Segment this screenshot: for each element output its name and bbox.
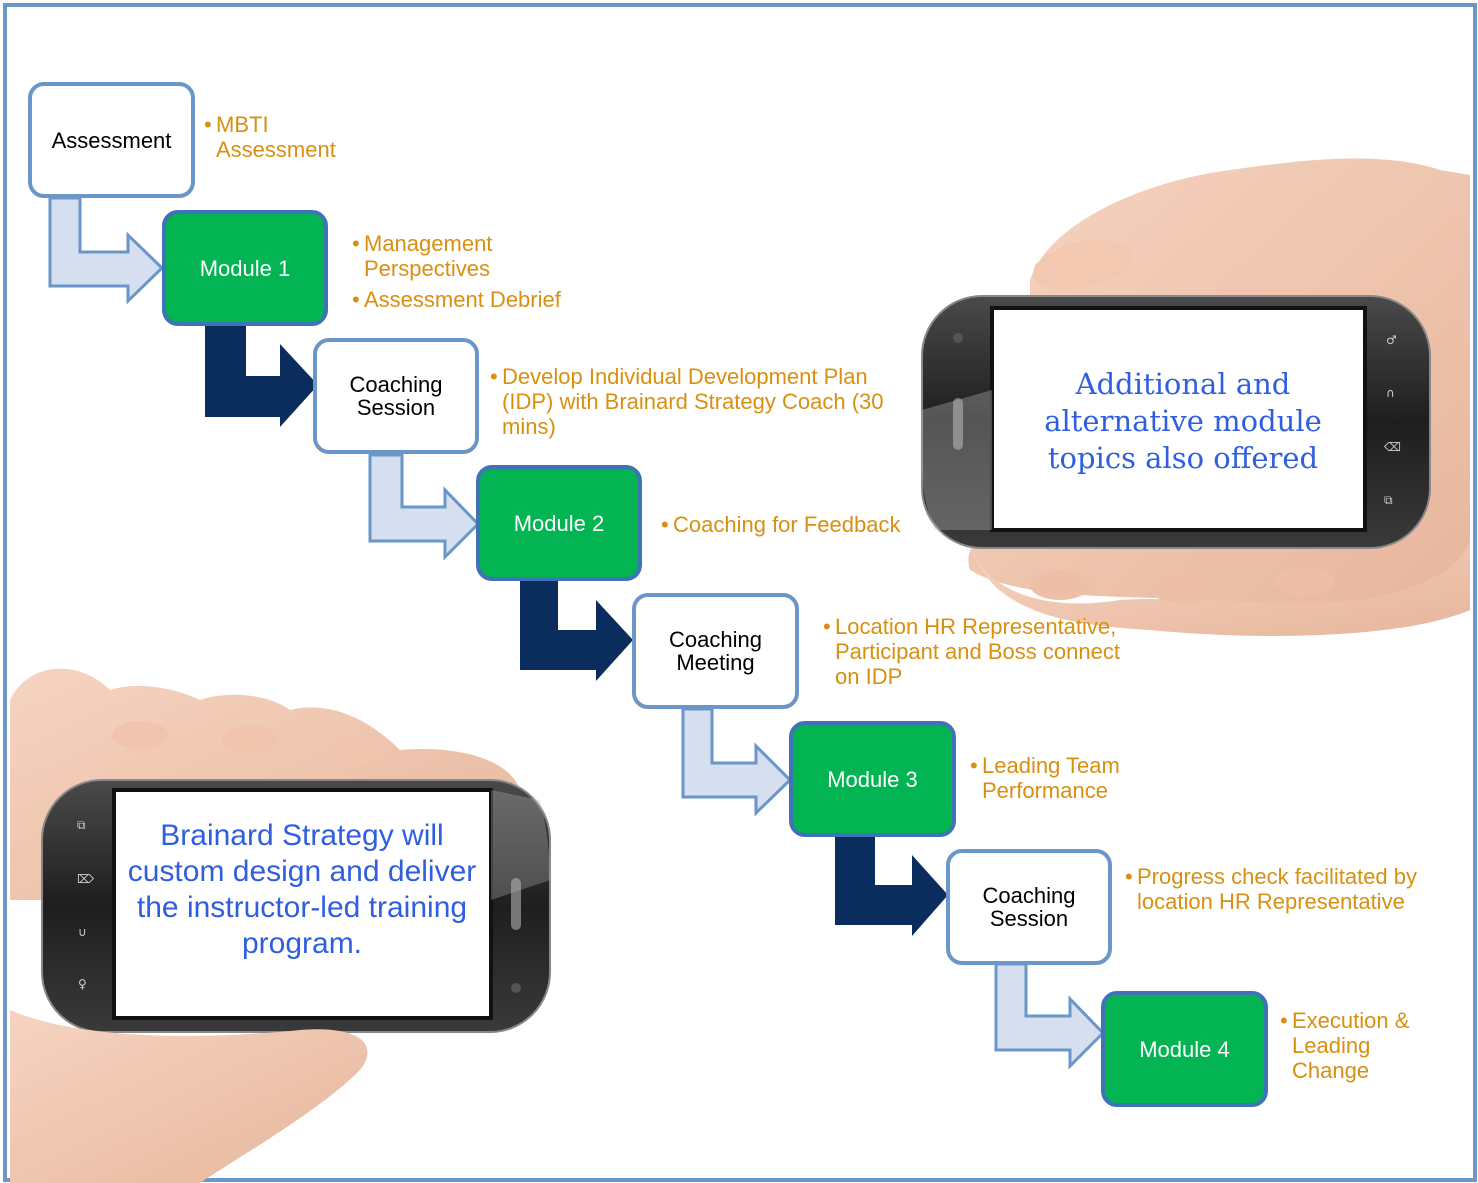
step-coaching-session-2: Coaching Session	[946, 849, 1112, 965]
module-1-bullets: •Management Perspectives •Assessment Deb…	[352, 231, 604, 312]
phone-right-message: Additional and alternative module topics…	[1044, 366, 1322, 475]
dark-arrow	[520, 581, 633, 681]
coaching-meeting-bullets: •Location HR Representative, Participant…	[823, 614, 1135, 689]
bullet-item: •Assessment Debrief	[352, 287, 561, 312]
light-arrow	[681, 707, 793, 817]
module-4-bullets: •Execution & Leading Change	[1280, 1008, 1442, 1083]
coaching-session-2-bullets: •Progress check facilitated by location …	[1125, 864, 1427, 914]
phone-search-icon: ♀	[78, 977, 87, 991]
phone-back-icon: ⌦	[77, 872, 94, 886]
coaching-session-1-bullets: •Develop Individual Development Plan (ID…	[490, 364, 922, 439]
dark-arrow	[205, 325, 318, 427]
step-module-4: Module 4	[1101, 991, 1268, 1107]
left-hand-palm	[10, 1010, 368, 1183]
bullet-item: •MBTI Assessment	[204, 112, 336, 162]
outer-frame	[3, 3, 1477, 1182]
phone-home-icon: ∪	[78, 925, 87, 939]
step-assessment: Assessment	[28, 82, 195, 198]
bullet-item: •Coaching for Feedback	[661, 512, 901, 537]
bullet-item: •Location HR Representative, Participant…	[823, 614, 1120, 689]
bullet-item: •Leading Team Performance	[970, 753, 1120, 803]
bullet-item: •Progress check facilitated by location …	[1125, 864, 1418, 914]
step-module-1: Module 1	[162, 210, 328, 326]
right-phone	[921, 295, 1431, 549]
phone-back-icon: ⌫	[1384, 440, 1401, 454]
right-hand-fingers	[970, 540, 1470, 636]
bullet-item: •Management Perspectives	[352, 231, 493, 281]
assessment-bullets: •MBTI Assessment	[204, 112, 366, 162]
bullet-item: •Develop Individual Development Plan (ID…	[490, 364, 884, 439]
phone-menu-icon: ⧉	[77, 818, 86, 832]
module-2-bullets: •Coaching for Feedback	[661, 512, 933, 537]
phone-search-icon: ♂	[1386, 333, 1397, 347]
dark-arrow	[835, 836, 948, 936]
phone-menu-icon: ⧉	[1384, 493, 1393, 507]
step-coaching-meeting: Coaching Meeting	[632, 593, 799, 709]
module-3-bullets: •Leading Team Performance	[970, 753, 1152, 803]
light-arrow	[368, 453, 481, 561]
bullet-item: •Execution & Leading Change	[1280, 1008, 1410, 1083]
light-arrow	[48, 196, 165, 305]
light-arrow	[994, 962, 1106, 1070]
step-module-2: Module 2	[476, 465, 642, 581]
step-module-3: Module 3	[789, 721, 956, 837]
phone-home-icon: ∩	[1386, 386, 1395, 400]
phone-left-message: Brainard Strategy will custom design and…	[127, 819, 477, 960]
step-coaching-session-1: Coaching Session	[313, 338, 479, 454]
left-phone	[41, 779, 551, 1033]
